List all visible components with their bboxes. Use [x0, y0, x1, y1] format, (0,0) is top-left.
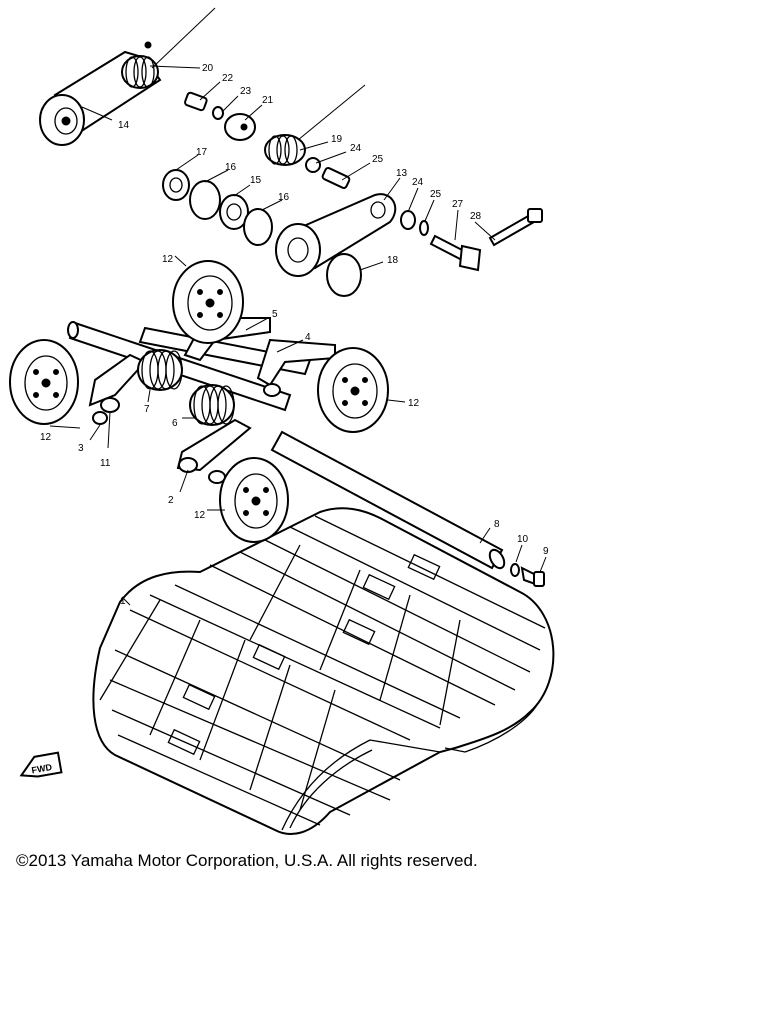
upper-spring-left: [121, 7, 216, 89]
callout-1: 1: [120, 596, 126, 607]
idler-wheel-upper: [172, 260, 244, 344]
callout-25-left: 25: [372, 154, 384, 165]
collar-21: [224, 113, 256, 141]
callout-8: 8: [494, 519, 500, 530]
callout-5: 5: [272, 309, 278, 320]
callout-22: 22: [222, 73, 234, 84]
oil-seal-17: [162, 169, 190, 201]
copyright-notice: ©2013 Yamaha Motor Corporation, U.S.A. A…: [16, 851, 478, 870]
callout-13: 13: [396, 168, 408, 179]
bushing-24-left: [305, 157, 321, 173]
callout-17: 17: [196, 147, 208, 158]
roller-arm-13: [275, 193, 397, 277]
callout-10: 10: [517, 534, 529, 545]
pin-25-left: [321, 167, 351, 189]
callout-24-left: 24: [350, 143, 362, 154]
bolt-27: [429, 234, 482, 272]
callout-2: 2: [168, 495, 174, 506]
callout-12-right: 12: [408, 398, 420, 409]
bolt-28: [488, 208, 543, 247]
upper-spring-right: [264, 84, 366, 166]
callout-27: 27: [452, 199, 464, 210]
leader-lines: [49, 65, 547, 606]
callout-24-right: 24: [412, 177, 424, 188]
rear-axle-shaft: [270, 430, 506, 570]
forward-arrow-icon: FWD: [19, 751, 63, 778]
callout-15: 15: [250, 175, 262, 186]
callout-23: 23: [240, 86, 252, 97]
cap-18: [326, 253, 362, 297]
callout-6: 6: [172, 418, 178, 429]
callout-11: 11: [100, 458, 111, 469]
callout-12-left: 12: [40, 432, 52, 443]
callout-7: 7: [144, 404, 150, 415]
parts-diagram: 1 2 3 4 5 6 7 8 9 10 11 12 12 12 12 13 1…: [9, 7, 555, 835]
callout-12-upper: 12: [162, 254, 174, 265]
callout-18: 18: [387, 255, 399, 266]
fwd-label: FWD: [31, 762, 53, 775]
callout-19: 19: [331, 134, 343, 145]
washer-25-right: [419, 220, 429, 236]
callout-16-right: 16: [278, 192, 290, 203]
callout-12-lower: 12: [194, 510, 206, 521]
washer-23: [212, 106, 224, 120]
idler-wheel-lower: [219, 457, 289, 543]
bushing-22: [184, 91, 208, 112]
callout-4: 4: [305, 332, 311, 343]
callout-28: 28: [470, 211, 482, 222]
callout-16-left: 16: [225, 162, 237, 173]
idler-wheel-right: [317, 347, 389, 433]
callout-21: 21: [262, 95, 274, 106]
callout-9: 9: [543, 546, 549, 557]
bushing-24-right: [400, 210, 416, 230]
callout-3: 3: [78, 443, 84, 454]
o-ring-16-right: [243, 208, 273, 246]
track-belt: [92, 507, 555, 835]
callout-25-right: 25: [430, 189, 442, 200]
idler-wheel-left: [9, 339, 79, 425]
spacer-collar: [92, 411, 108, 425]
callout-labels: 1 2 3 4 5 6 7 8 9 10 11 12 12 12 12 13 1…: [40, 63, 549, 607]
callout-14: 14: [118, 120, 130, 131]
callout-20: 20: [202, 63, 214, 74]
o-ring-16-left: [189, 180, 221, 220]
torsion-springs: [137, 349, 235, 426]
axle-bolt-and-washer: [510, 563, 545, 587]
bearing-15: [219, 194, 249, 230]
